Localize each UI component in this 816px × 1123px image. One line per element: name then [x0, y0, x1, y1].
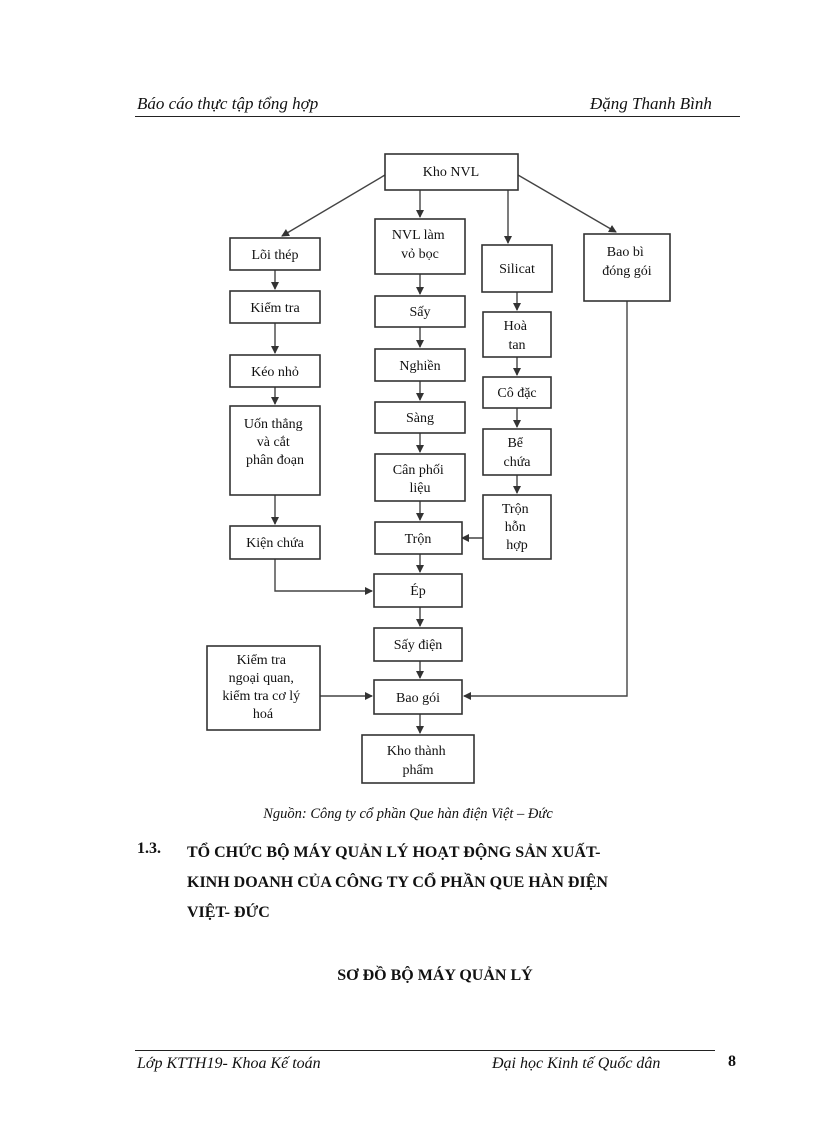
svg-text:Kiểm tra ngoại quan,: Kiểm tra ngoại quan, kiểm tra cơ lý hoá [222, 653, 303, 722]
box-sang: Sàng [374, 401, 466, 434]
svg-text:Hoà tan: Hoà tan [504, 319, 531, 353]
svg-text:Cân phối liệu: Cân phối liệu [393, 463, 447, 496]
box-tron-hon-hop: Trộn hỗn hợp [482, 494, 552, 560]
svg-text:Sấy: Sấy [410, 305, 431, 320]
svg-text:Bể chứa: Bể chứa [503, 436, 531, 470]
box-bao-goi: Bao gói [373, 679, 463, 715]
svg-text:NVL làm vỏ bọc: NVL làm vỏ bọc [392, 228, 448, 262]
box-can-phoi-lieu-line2: liệu [410, 481, 431, 496]
box-tron-label: Trộn [405, 532, 432, 547]
svg-text:Kiểm tra: Kiểm tra [250, 301, 300, 316]
source-note: Nguồn: Công ty cổ phần Que hàn điện Việt… [263, 806, 553, 822]
section-title-line: VIỆT- ĐỨC [187, 904, 270, 921]
box-hoa-tan-line1: Hoà [504, 319, 528, 334]
box-say: Sấy [374, 295, 466, 328]
svg-text:Kho thành phẩm: Kho thành phẩm [387, 744, 449, 778]
svg-text:Trộn: Trộn [405, 532, 432, 547]
svg-text:Lõi thép: Lõi thép [251, 248, 298, 263]
box-ktnq-line2: ngoại quan, [229, 671, 294, 686]
box-nvl-vo-boc-line2: vỏ bọc [401, 247, 439, 262]
box-co-dac: Cô đặc [482, 376, 552, 409]
svg-text:Bao gói: Bao gói [396, 691, 440, 706]
box-hoa-tan-line2: tan [508, 338, 525, 353]
box-tron-hon-hop-line1: Trộn [502, 502, 529, 517]
box-kho-thanh-pham-line1: Kho thành [387, 744, 446, 759]
svg-text:Sàng: Sàng [406, 411, 434, 426]
box-kiem-tra-label: Kiểm tra [250, 301, 300, 316]
box-silicat: Silicat [481, 244, 553, 293]
box-uon-thang: Uốn thẳng và cắt phân đoạn [229, 405, 321, 496]
box-kho-nvl: Kho NVL [384, 153, 519, 191]
box-kiem-tra: Kiểm tra [229, 290, 321, 324]
footer-rule [135, 1050, 715, 1051]
section-title: TỔ CHỨC BỘ MÁY QUẢN LÝ HOẠT ĐỘNG SẢN XUẤ… [187, 838, 707, 928]
footer-university-text: Đại học Kinh tế Quốc dân [492, 1055, 661, 1072]
box-uon-thang-line1: Uốn thẳng [244, 417, 303, 432]
box-uon-thang-line2: và cắt [257, 435, 290, 450]
box-tron: Trộn [374, 521, 463, 555]
box-hoa-tan: Hoà tan [482, 311, 552, 358]
footer-class-text: Lớp KTTH19- Khoa Kế toán [137, 1055, 321, 1072]
header-author-text: Đặng Thanh Bình [590, 94, 712, 113]
box-tron-hon-hop-line2: hỗn [505, 520, 526, 535]
box-say-label: Sấy [410, 305, 431, 320]
box-kho-thanh-pham-line2: phẩm [402, 763, 433, 778]
box-silicat-label: Silicat [499, 262, 535, 277]
box-bao-bi-line2: đóng gói [602, 264, 652, 279]
svg-text:Kiện chứa: Kiện chứa [246, 536, 305, 551]
header-left-text: Báo cáo thực tập tổng hợp [137, 94, 319, 113]
box-co-dac-label: Cô đặc [497, 386, 536, 401]
section-number: 1.3. [137, 840, 161, 857]
box-keo-nho: Kéo nhỏ [229, 354, 321, 388]
section-title-line: TỔ CHỨC BỘ MÁY QUẢN LÝ HOẠT ĐỘNG SẢN XUẤ… [187, 844, 601, 861]
box-kien-chua-label: Kiện chứa [246, 536, 305, 551]
box-loi-thep-label: Lõi thép [251, 248, 298, 263]
box-can-phoi-lieu: Cân phối liệu [374, 453, 466, 502]
box-kho-thanh-pham: Kho thành phẩm [361, 734, 475, 784]
flow-connectors [271, 174, 628, 734]
box-be-chua-line1: Bể [507, 436, 523, 451]
svg-text:Bao bì đóng gói: Bao bì đóng gói [602, 245, 652, 279]
box-loi-thep: Lõi thép [229, 237, 321, 271]
chart-subtitle: SƠ ĐỒ BỘ MÁY QUẢN LÝ [337, 967, 533, 984]
svg-text:Kéo nhỏ: Kéo nhỏ [251, 365, 299, 380]
section-title-line: KINH DOANH CỦA CÔNG TY CỔ PHẦN QUE HÀN Đ… [187, 874, 608, 891]
box-nvl-vo-boc: NVL làm vỏ bọc [374, 218, 466, 275]
box-can-phoi-lieu-line1: Cân phối [393, 463, 444, 478]
box-ep-label: Ép [410, 582, 426, 599]
box-ktnq-line1: Kiểm tra [237, 653, 287, 668]
box-be-chua-line2: chứa [503, 455, 531, 470]
box-kien-chua: Kiện chứa [229, 525, 321, 560]
svg-text:Nghiền: Nghiền [399, 359, 440, 374]
box-ktnq-line4: hoá [253, 707, 274, 722]
box-kiem-tra-ngoai-quan: Kiểm tra ngoại quan, kiểm tra cơ lý hoá [206, 645, 321, 731]
svg-text:Cô đặc: Cô đặc [497, 386, 536, 401]
box-nghien-label: Nghiền [399, 359, 440, 374]
svg-text:Ép: Ép [410, 582, 426, 599]
box-say-dien: Sấy điện [373, 627, 463, 662]
svg-text:Trộn hỗn hợp: Trộn hỗn hợp [502, 502, 532, 553]
box-say-dien-label: Sấy điện [394, 638, 443, 653]
svg-text:Kho NVL: Kho NVL [423, 165, 479, 180]
svg-text:Silicat: Silicat [499, 262, 535, 277]
box-be-chua: Bể chứa [482, 428, 552, 476]
svg-text:Sấy điện: Sấy điện [394, 638, 443, 653]
box-bao-bi: Bao bì đóng gói [583, 233, 671, 302]
box-bao-bi-line1: Bao bì [607, 245, 644, 260]
box-nvl-vo-boc-line1: NVL làm [392, 228, 445, 243]
box-kho-nvl-label: Kho NVL [423, 165, 479, 180]
box-uon-thang-line3: phân đoạn [246, 453, 304, 468]
page-number: 8 [728, 1053, 736, 1070]
box-keo-nho-label: Kéo nhỏ [251, 365, 299, 380]
box-ep: Ép [373, 573, 463, 608]
production-flowchart: Kho NVL Lõi thép NVL làm vỏ bọc Silicat … [206, 153, 671, 784]
header-rule [135, 116, 740, 117]
svg-text:Uốn thẳng và cắt p: Uốn thẳng và cắt phân đoạn [244, 417, 306, 468]
box-tron-hon-hop-line3: hợp [506, 538, 527, 553]
box-bao-goi-label: Bao gói [396, 691, 440, 706]
box-ktnq-line3: kiểm tra cơ lý [222, 689, 300, 704]
box-sang-label: Sàng [406, 411, 434, 426]
box-nghien: Nghiền [374, 348, 466, 382]
